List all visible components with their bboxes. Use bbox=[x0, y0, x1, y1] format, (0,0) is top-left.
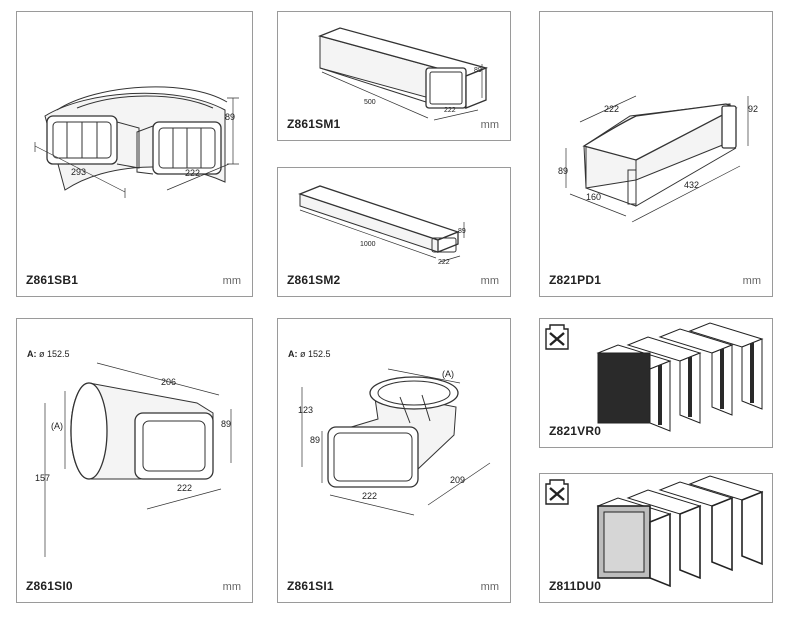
dim-height: 89 bbox=[474, 67, 482, 74]
product-code: Z861SM2 bbox=[287, 273, 341, 287]
unit-label: mm bbox=[480, 581, 499, 593]
transition-piece-drawing: 222 92 89 160 432 bbox=[558, 95, 758, 223]
note-label: A: bbox=[288, 349, 298, 359]
filter-set-drawing bbox=[545, 475, 764, 588]
unit-label: mm bbox=[480, 119, 499, 131]
product-panel-z861si0: A: ø 152.5 206 89 (A) 157 222 Z861SI0 mm bbox=[16, 318, 253, 603]
dim-height: 89 bbox=[558, 166, 568, 176]
dim-height: 89 bbox=[310, 435, 320, 445]
filter-set-drawing bbox=[545, 322, 764, 432]
dim-width: 222 bbox=[438, 259, 450, 266]
round-to-flat-adapter-drawing: 206 89 (A) 157 222 bbox=[35, 362, 232, 557]
long-duct-drawing: 1000 222 89 bbox=[298, 185, 466, 266]
product-panel-z861sm2: 1000 222 89 Z861SM2 mm bbox=[277, 167, 511, 297]
unit-label: mm bbox=[222, 581, 241, 593]
product-code: Z861SM1 bbox=[287, 117, 341, 131]
product-code: Z861SI1 bbox=[287, 579, 334, 593]
dim-length: 209 bbox=[450, 475, 465, 485]
dim-length: 206 bbox=[161, 377, 176, 387]
dim-width: 222 bbox=[185, 168, 200, 178]
dim-a: (A) bbox=[442, 369, 454, 379]
dim-total: 123 bbox=[298, 405, 313, 415]
unit-label: mm bbox=[480, 275, 499, 287]
dim-height: 89 bbox=[221, 419, 231, 429]
unit-label: mm bbox=[742, 275, 761, 287]
dim-width: 222 bbox=[362, 491, 377, 501]
product-panel-z811du0: Z811DU0 bbox=[539, 473, 773, 603]
note-value: ø 152.5 bbox=[39, 349, 70, 359]
dim-width: 222 bbox=[444, 107, 456, 114]
dim-height: 89 bbox=[225, 112, 235, 122]
dim-total: 157 bbox=[35, 473, 50, 483]
product-code: Z821PD1 bbox=[549, 273, 602, 287]
dim-length: 500 bbox=[364, 99, 376, 106]
straight-duct-drawing: 500 222 89 bbox=[317, 27, 489, 121]
product-panel-z861sm1: 500 222 89 Z861SM1 mm bbox=[277, 11, 511, 141]
dim-height: 89 bbox=[458, 228, 466, 235]
dim-width: 222 bbox=[604, 104, 619, 114]
dim-length: 293 bbox=[71, 167, 86, 177]
no-wash-icon bbox=[545, 479, 569, 505]
dim-height-end: 92 bbox=[748, 104, 758, 114]
product-code: Z861SB1 bbox=[26, 273, 79, 287]
no-wash-icon bbox=[545, 324, 569, 350]
product-panel-z861sb1: 293 222 89 Z861SB1 mm bbox=[16, 11, 253, 297]
unit-label: mm bbox=[222, 275, 241, 287]
note-label: A: bbox=[27, 349, 37, 359]
note-value: ø 152.5 bbox=[300, 349, 331, 359]
dim-depth: 160 bbox=[586, 192, 601, 202]
product-code: Z861SI0 bbox=[26, 579, 73, 593]
dim-a: (A) bbox=[51, 421, 63, 431]
product-code: Z811DU0 bbox=[549, 579, 602, 593]
dim-length: 1000 bbox=[360, 241, 376, 248]
product-panel-z821pd1: 222 92 89 160 432 Z821PD1 mm bbox=[539, 11, 773, 297]
dim-width: 222 bbox=[177, 483, 192, 493]
bend-duct-drawing: 293 222 89 bbox=[34, 86, 239, 198]
product-panel-z861si1: A: ø 152.5 (A) 123 89 222 209 Z861SI1 mm bbox=[277, 318, 511, 603]
dim-length: 432 bbox=[684, 180, 699, 190]
angled-adapter-drawing: (A) 123 89 222 209 bbox=[298, 368, 491, 516]
product-panel-z821vr0: Z821VR0 bbox=[539, 318, 773, 448]
product-code: Z821VR0 bbox=[549, 424, 602, 438]
